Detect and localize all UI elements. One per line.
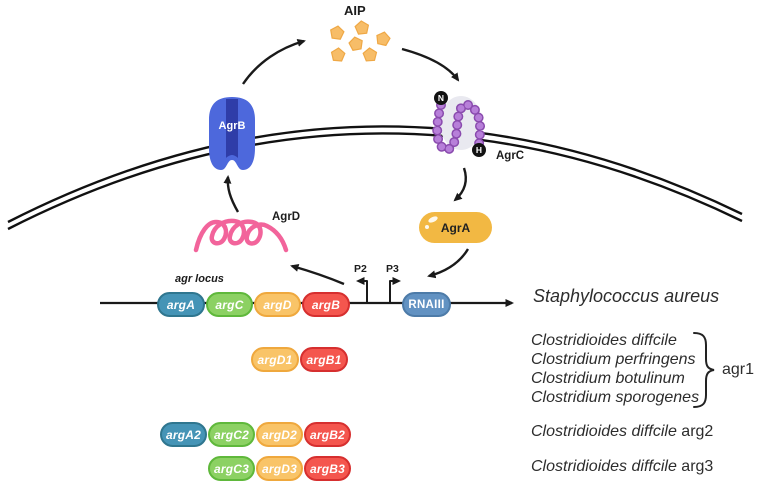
agra-label: AgrA xyxy=(440,220,471,235)
agrc-label: AgrC xyxy=(496,150,525,162)
aip-label: AIP xyxy=(344,3,366,18)
arrow-agrc-to-agra xyxy=(453,167,468,202)
gene-pill-argA: argA xyxy=(157,292,205,317)
gene-pill-argC: argC xyxy=(206,292,253,317)
gene-pill-argB1: argB1 xyxy=(300,347,348,372)
agrd-coil xyxy=(193,218,289,253)
arrow-agrd-to-agrb xyxy=(223,175,240,213)
membrane-inner-line xyxy=(7,132,743,231)
species-arg2-plain: arg2 xyxy=(676,423,714,440)
species-clostridium-sporogenes: Clostridium sporogenes xyxy=(531,389,700,406)
species-arg2-line: Clostridioides diffcile arg2 xyxy=(531,423,713,441)
agr1-group-brace xyxy=(693,332,715,408)
agrd-label: AgrD xyxy=(272,211,301,223)
agr1-species-list: Clostridioides diffcile Clostridium perf… xyxy=(531,331,699,407)
species-arg3-italic: Clostridioides diffcile xyxy=(531,458,677,475)
gene-pill-argC3: argC3 xyxy=(208,456,255,481)
species-arg3-plain: arg3 xyxy=(676,458,714,475)
arrow-aip-to-agrc xyxy=(401,47,460,82)
species-clostridioides-diffcile: Clostridioides diffcile xyxy=(531,332,677,349)
gene-pill-argB2: argB2 xyxy=(304,422,351,447)
species-arg3-line: Clostridioides diffcile arg3 xyxy=(531,458,713,476)
gene-pill-argA2: argA2 xyxy=(160,422,207,447)
agrc-h-terminus-badge: H xyxy=(472,143,486,157)
species-clostridium-perfringens: Clostridium perfringens xyxy=(531,351,696,368)
arrow-agrb-to-aip xyxy=(242,38,306,85)
agra-highlight xyxy=(427,215,439,224)
agr-locus-label: agr locus xyxy=(175,273,224,285)
agra-protein: AgrA xyxy=(419,212,492,243)
gene-pill-argD: argD xyxy=(254,292,301,317)
arrow-p2-to-agrd xyxy=(290,263,345,286)
agrb-protein-channel xyxy=(226,99,238,158)
gene-pill-argD3: argD3 xyxy=(256,456,303,481)
p2-label: P2 xyxy=(354,263,367,275)
gene-pill-argC2: argC2 xyxy=(208,422,255,447)
species-arg2-italic: Clostridioides diffcile xyxy=(531,423,677,440)
agrc-n-terminus-badge: N xyxy=(434,91,448,105)
agr1-group-label: agr1 xyxy=(722,361,755,378)
species-staphylococcus-aureus: Staphylococcus aureus xyxy=(533,286,720,306)
promoter-p2-arrow xyxy=(356,277,368,302)
membrane-outer-line xyxy=(7,125,743,224)
gene-pill-argB: argB xyxy=(302,292,350,317)
gene-pill-argD2: argD2 xyxy=(256,422,303,447)
species-clostridium-botulinum: Clostridium botulinum xyxy=(531,370,685,387)
rnaiii-pill: RNAIII xyxy=(402,292,451,317)
agrb-label: AgrB xyxy=(218,120,246,132)
promoter-p3-arrow xyxy=(389,277,401,302)
arrow-agra-to-promoter xyxy=(427,248,470,279)
p3-label: P3 xyxy=(386,263,399,275)
agra-highlight-dot xyxy=(425,225,429,229)
gene-pill-argD1: argD1 xyxy=(251,347,299,372)
gene-pill-argB3: argB3 xyxy=(304,456,351,481)
agrc-bead-chain xyxy=(433,101,484,153)
aip-pentagon-cluster xyxy=(329,19,392,62)
